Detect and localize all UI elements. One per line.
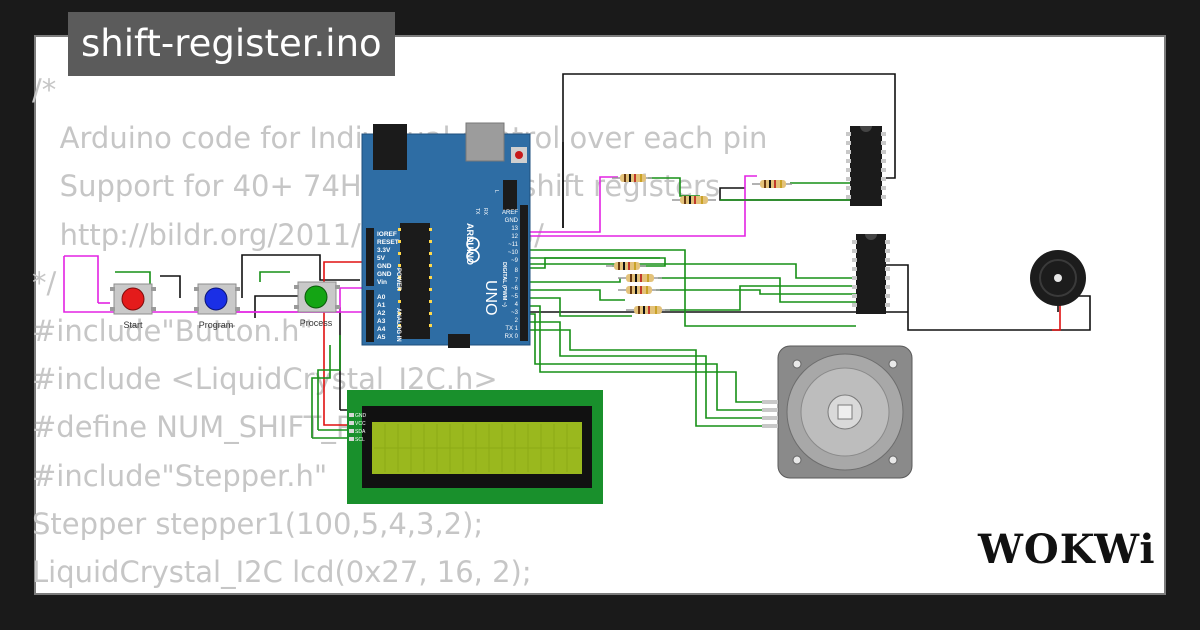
- motor-shaft-icon: [837, 404, 853, 420]
- power-jack: [373, 124, 407, 170]
- stepper-motor[interactable]: [762, 345, 913, 479]
- wokwi-logo: WOKWi: [978, 526, 1156, 573]
- project-title[interactable]: shift-register.ino: [68, 12, 395, 76]
- chip-pins: [398, 228, 432, 327]
- pin-label-a3: A3: [377, 318, 386, 325]
- pin-label-5: ~5: [511, 294, 519, 300]
- wires: [63, 73, 1091, 439]
- pin-label-rx: RX 0: [505, 334, 519, 340]
- pin-label-5v: 5V: [377, 255, 386, 262]
- led-label-l: L: [493, 190, 499, 193]
- arduino-uno-board[interactable]: IOREF RESET 3.3V 5V GND GND Vin A0 A1 A2…: [361, 122, 531, 348]
- shift-register-2[interactable]: [852, 234, 890, 314]
- resistor[interactable]: [626, 306, 670, 314]
- pin-label-4: 4: [515, 302, 519, 308]
- process-button-label: Process: [300, 318, 333, 328]
- buzzer[interactable]: [1030, 250, 1086, 306]
- atmega-chip: [400, 223, 430, 339]
- pin-label-3v3: 3.3V: [377, 247, 391, 254]
- program-button-label: Program: [199, 320, 234, 330]
- usb-port-icon: [465, 122, 505, 162]
- start-pushbutton[interactable]: Start: [110, 283, 156, 330]
- pin-label-2: 2: [515, 318, 519, 324]
- arduino-model: UNO: [482, 280, 499, 316]
- lcd-pin-labels: GND VCC SDA SCL: [355, 413, 367, 443]
- arduino-logo-icon: [466, 249, 480, 263]
- pin-label-6: ~6: [511, 286, 519, 292]
- icsp-header: [448, 334, 470, 348]
- program-button-cap[interactable]: [204, 287, 228, 311]
- code-line: /*: [32, 73, 57, 107]
- pin-label-a2: A2: [377, 310, 386, 317]
- lcd-pin-scl: SCL: [355, 437, 365, 443]
- analog-header: [366, 290, 374, 342]
- lcd-pin-gnd: GND: [355, 413, 367, 419]
- start-button-cap[interactable]: [121, 287, 145, 311]
- power-header: [366, 228, 374, 286]
- lcd-display[interactable]: GND VCC SDA SCL: [347, 390, 603, 504]
- resistor[interactable]: [752, 180, 792, 188]
- program-pushbutton[interactable]: Program: [194, 283, 240, 330]
- pin-label-12: 12: [511, 234, 518, 240]
- icsp-header-top: [503, 180, 517, 210]
- code-line: LiquidCrystal_I2C lcd(0x27, 16, 2);: [32, 555, 532, 590]
- resistor[interactable]: [618, 274, 662, 282]
- pin-label-3: ~3: [511, 310, 519, 316]
- power-section-label: POWER: [395, 268, 401, 291]
- pin-label-gnd: GND: [377, 271, 392, 278]
- digital-pin-labels: AREF GND 13 12 ~11 ~10 ~9 8 7 ~6 ~5 4 ~3…: [502, 210, 519, 340]
- pin-label-tx: TX 1: [505, 326, 518, 332]
- pin-label-reset: RESET: [377, 239, 399, 246]
- power-pin-labels: IOREF RESET 3.3V 5V GND GND Vin A0 A1 A2…: [377, 231, 399, 341]
- pin-label-aref: AREF: [502, 210, 518, 216]
- status-led-labels: TX RX L: [474, 190, 499, 216]
- pin-label-vin: Vin: [377, 279, 387, 286]
- led-label-tx: TX: [474, 208, 480, 215]
- resistor[interactable]: [618, 286, 660, 294]
- pin-label-11: ~11: [508, 242, 518, 248]
- start-button-label: Start: [123, 320, 143, 330]
- resistor[interactable]: [672, 196, 716, 204]
- pin-label-a5: A5: [377, 334, 386, 341]
- pin-label-a1: A1: [377, 302, 386, 309]
- resistor[interactable]: [606, 262, 646, 270]
- resistor[interactable]: [612, 174, 652, 182]
- code-line: #include"Stepper.h": [32, 458, 328, 493]
- pin-label-8: 8: [515, 268, 519, 274]
- pin-label-a0: A0: [377, 294, 386, 301]
- lcd-pin-vcc: VCC: [355, 421, 366, 427]
- arduino-brand: ARDUINO: [465, 223, 475, 265]
- resistors: [606, 174, 792, 314]
- code-line: */: [32, 265, 57, 300]
- pin-label-9: ~9: [511, 258, 519, 264]
- pin-label-13: 13: [511, 226, 518, 232]
- pin-label-gnd: GND: [505, 218, 519, 224]
- digital-section-label: DIGITAL (PWM ~): [501, 262, 507, 307]
- led-label-rx: RX: [482, 208, 488, 216]
- digital-header: [520, 205, 528, 341]
- pin-label-7: 7: [515, 278, 519, 284]
- process-button-cap[interactable]: [304, 285, 328, 309]
- reset-button-cap: [515, 151, 523, 159]
- pin-label-ioref: IOREF: [377, 231, 397, 238]
- code-line: #include"Button.h": [32, 314, 313, 349]
- shift-register-1[interactable]: [846, 126, 886, 206]
- pin-label-10: ~10: [508, 250, 519, 256]
- lcd-pin-sda: SDA: [355, 429, 366, 435]
- pin-label-a4: A4: [377, 326, 386, 333]
- analog-section-label: ANALOG IN: [395, 308, 401, 342]
- lcd-char-grid: [374, 424, 580, 472]
- buzzer-hole-icon: [1054, 274, 1062, 282]
- process-pushbutton[interactable]: Process: [294, 281, 340, 328]
- pin-label-gnd: GND: [377, 263, 392, 270]
- code-line: Stepper stepper1(100,5,4,3,2);: [32, 506, 484, 541]
